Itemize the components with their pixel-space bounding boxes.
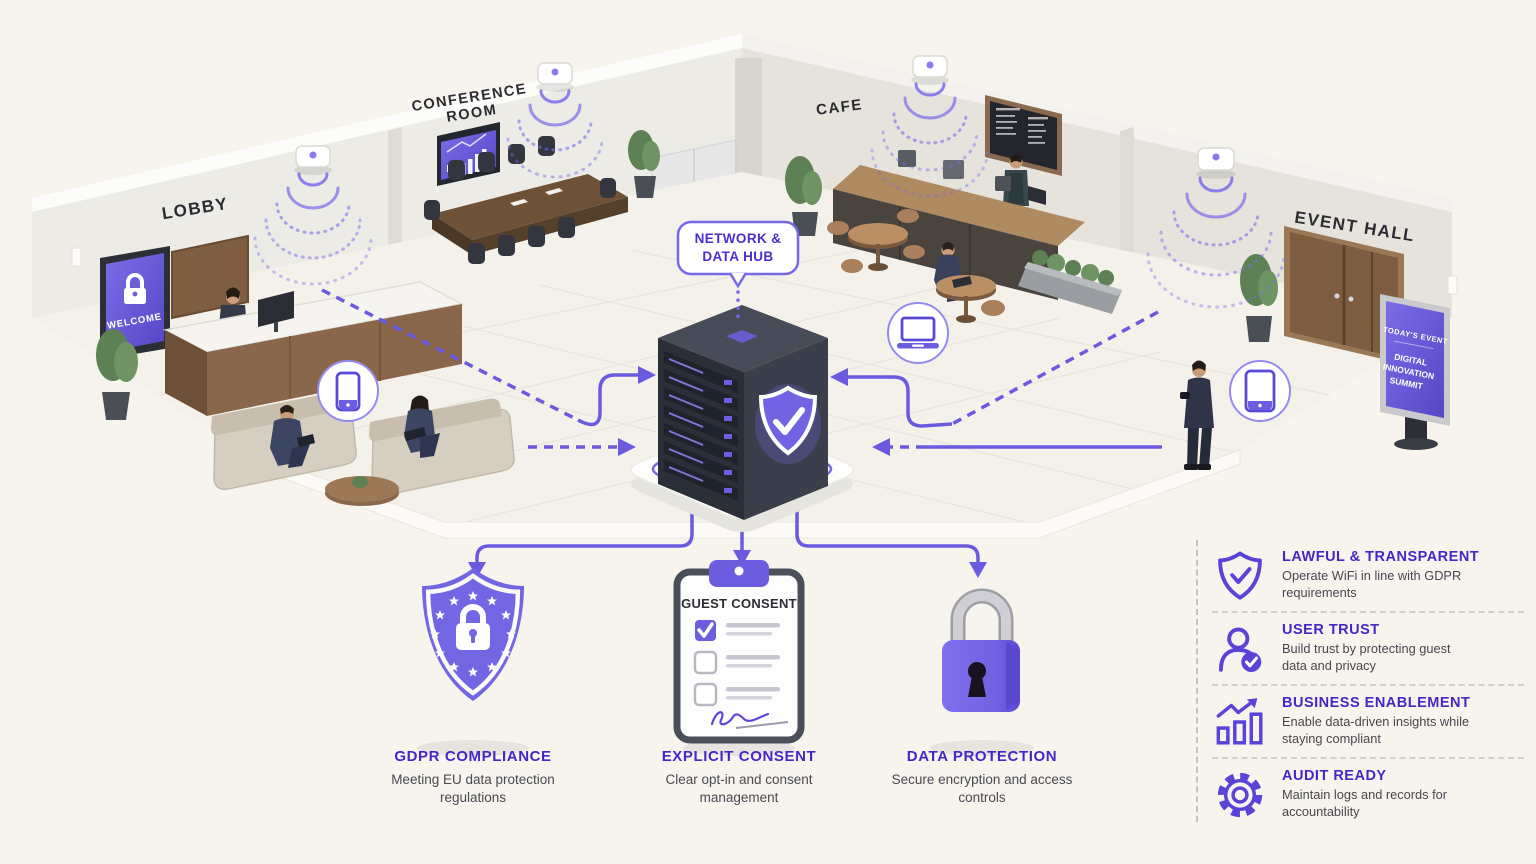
clipboard-title: GUEST CONSENT [681,596,797,611]
lobby-area [96,234,515,506]
benefit-desc: Enable data-driven insights while stayin… [1282,714,1470,746]
potted-plant [1240,254,1278,342]
network-data-hub: NETWORK & DATA HUB [630,220,854,532]
hub-callout-line2: DATA HUB [702,249,773,264]
arrow-into-hub-left [577,373,640,427]
dashed-link-eventhall-to-hub [951,310,1159,426]
pillar-explicit-consent: EXPLICIT CONSENT Clear opt-in and consen… [627,748,851,807]
consent-clipboard-icon: GUEST CONSENT [673,560,805,744]
benefits-legend: LAWFUL & TRANSPARENT Operate WiFi in lin… [1196,540,1524,822]
benefit-title: BUSINESS ENABLEMENT [1282,695,1471,711]
benefit-audit-ready: AUDIT READY Maintain logs and records fo… [1212,757,1524,830]
pillar-gdpr-compliance: GDPR COMPLIANCE Meeting EU data protecti… [361,748,585,807]
pillar-desc: Secure encryption and access controls [891,772,1073,805]
potted-plant [628,130,660,198]
laptop-icon [887,302,949,364]
pillar-data-protection: DATA PROTECTION Secure encryption and ac… [870,748,1094,807]
shield-check-icon [1218,551,1262,600]
benefit-title: USER TRUST [1282,622,1380,638]
cafe-table-chairs [827,209,925,273]
reception-desk [162,281,465,416]
laptop [952,276,972,288]
benefit-title: AUDIT READY [1282,768,1387,784]
event-hall-area: TODAY'S EVENT DIGITAL INNOVATION SUMMIT [1180,226,1450,470]
cafe-area [785,95,1122,326]
wall-sconce [71,247,82,267]
wifi-access-point-icon [1146,147,1286,309]
pillar-title: GDPR COMPLIANCE [394,748,552,765]
cafe-menu-board [985,95,1062,176]
gear-icon [1217,772,1263,818]
gdpr-eu-shield-lock-icon [422,568,524,701]
benefit-user-trust: USER TRUST Build trust by protecting gue… [1212,611,1524,684]
tablet-icon [1229,360,1291,422]
wall-sconce [1447,275,1458,295]
server-slats [664,351,738,501]
arrow-into-hub-right [846,375,953,428]
smartphone-icon [317,360,379,422]
hub-callout-line1: NETWORK & [695,231,782,246]
benefit-business-enablement: BUSINESS ENABLEMENT Enable data-driven i… [1212,684,1524,757]
room-label-cafe: CAFE [815,96,864,119]
phone-in-hand [1180,392,1190,399]
wifi-access-point-icon [870,55,990,198]
potted-plant [96,329,138,420]
growth-chart-icon [1216,698,1263,745]
arrow-to-padlock [795,505,980,562]
pillar-title: EXPLICIT CONSENT [661,748,817,765]
benefit-title: LAWFUL & TRANSPARENT [1282,549,1480,565]
event-sign: TODAY'S EVENT DIGITAL INNOVATION SUMMIT [1380,294,1450,450]
coffee-table [325,476,399,506]
wifi-access-points [253,55,1286,309]
consent-checklist [693,620,780,707]
shield-check-icon [755,384,821,464]
benefit-desc: Operate WiFi in line with GDPR requireme… [1282,568,1462,600]
conference-chairs [424,136,616,264]
pillar-icons: GUEST CONSENT [417,560,1034,756]
person-standing-guest [1180,360,1214,470]
room-label-conference-line2: ROOM [445,102,498,126]
data-flow-arrows [321,288,1162,578]
pillar-desc: Meeting EU data protection regulations [391,772,555,805]
event-hall-doors [1284,226,1404,364]
server-rack [658,305,828,520]
desk-monitor [258,291,294,332]
padlock-icon [942,588,1020,712]
person-guest-sofa-woman [404,395,440,458]
conference-room-area [424,122,660,264]
wifi-access-point-icon [253,145,373,286]
device-badges [317,302,1291,422]
espresso-machine [898,150,1046,205]
benefit-lawful-transparent: LAWFUL & TRANSPARENT Operate WiFi in lin… [1212,540,1524,611]
potted-plant [785,156,822,236]
arrow-to-gdpr-shield [475,505,694,562]
pillar-desc: Clear opt-in and consent management [665,772,813,805]
pillar-title: DATA PROTECTION [906,748,1058,765]
lock-icon [124,273,146,304]
wifi-access-point-icon [506,62,604,179]
user-check-icon [1218,627,1262,672]
lock-icon [456,604,490,650]
signature [710,711,789,729]
benefit-desc: Maintain logs and records for accountabi… [1282,787,1448,819]
cafe-planter [1018,250,1122,314]
hub-callout: NETWORK & DATA HUB [676,220,800,324]
floor-front-edge [243,449,1241,539]
benefit-desc: Build trust by protecting guest data and… [1282,641,1451,673]
person-guest-sofa-man [270,405,315,468]
